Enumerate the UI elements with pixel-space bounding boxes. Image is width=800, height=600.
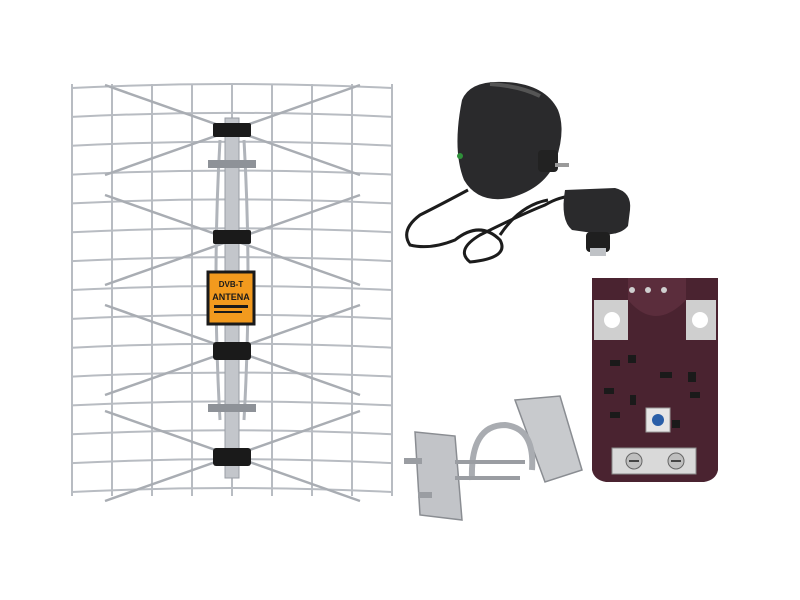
mounting-bracket-icon	[404, 395, 583, 521]
antenna-grid-icon: DVB-T ANTENA	[71, 83, 393, 503]
antenna-label: DVB-T ANTENA	[206, 270, 256, 326]
antenna-label-line1: DVB-T	[219, 280, 244, 289]
antenna-label-line2: ANTENA	[212, 292, 250, 302]
amplifier-board-icon	[592, 278, 718, 482]
boom-clamp	[208, 123, 256, 466]
power-adapter-icon	[405, 81, 631, 264]
